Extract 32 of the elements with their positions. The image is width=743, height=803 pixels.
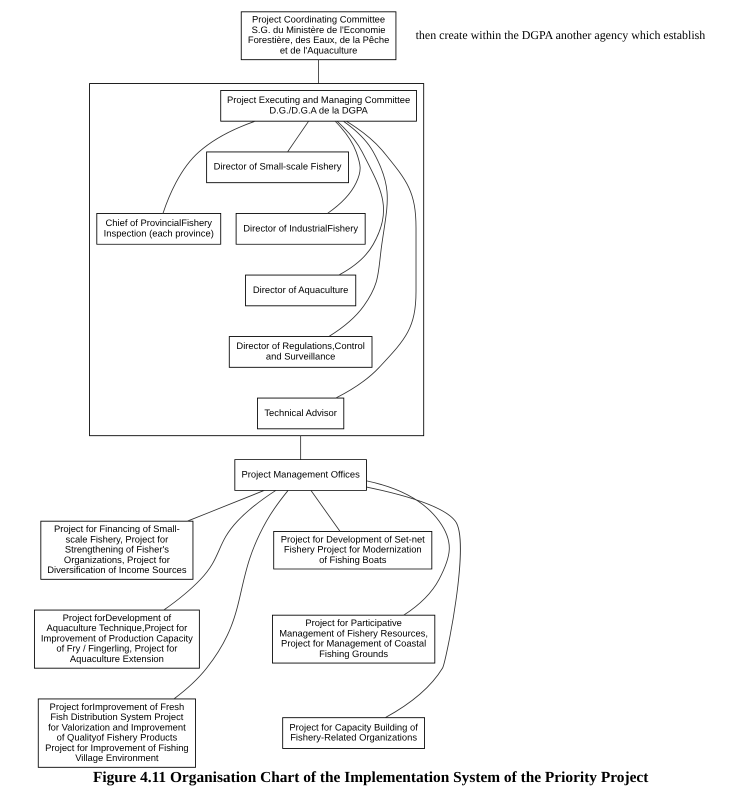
connector [162, 490, 276, 610]
connector [173, 490, 288, 700]
node-box: Project Coordinating Committee S.G. du Ministère de l'Economie Forestière, des Eaux, de la Pêche et de l'Aquaculture [240, 11, 396, 60]
connector [286, 121, 308, 152]
connector [300, 435, 301, 460]
connector [326, 120, 360, 214]
connector [186, 490, 264, 522]
connector [310, 490, 340, 532]
node-box: Chief of ProvincialFishery Inspection (each province) [96, 213, 221, 245]
connector [328, 120, 388, 337]
connector [334, 120, 416, 398]
node-box: Project for Development of Set-net Fishery Project for Modernization of Fishing Boats [272, 530, 432, 570]
node-box: Director of Aquaculture [244, 274, 356, 306]
cluster [88, 83, 424, 436]
connector [162, 120, 256, 214]
node-box: Project for Participative Management of Fishery Resources, Project for Management of Coastal Fishing Grounds [272, 614, 435, 664]
node-box: Director of Regulations,Control and Surveillance [228, 336, 372, 368]
connector [336, 120, 384, 276]
node-box: Director of Small-scale Fishery [206, 152, 348, 184]
node-box: Project forDevelopment of Aquaculture Technique,Project for Improvement of Production Capacity of Fry / Fingerling, Project for Aquaculture Extension [34, 610, 200, 669]
label: then create within the DGPA another agency which establish [415, 28, 705, 42]
caption: Figure 4.11 Organisation Chart of the Implementation System of the Priority Project [92, 769, 648, 786]
node-box: Project Management Offices [234, 459, 366, 491]
node-box: Director of IndustrialFishery [235, 213, 366, 245]
node-box: Project forImprovement of Fresh Fish Distribution System Project for Valorization and Improvement of Qualityof Fishery Products Project for Improvement of Fishing Village Environment [37, 698, 196, 768]
connector [318, 59, 319, 84]
connector [366, 486, 460, 718]
node-box: Project Executing and Managing Committee D.G./D.G.A de la DGPA [220, 90, 416, 122]
connector [366, 480, 450, 616]
node-box: Project for Capacity Building of Fishery-Related Organizations [282, 717, 424, 749]
node-box: Project for Financing of Small-scale Fishery, Project for Strengthening of Fisher's Organizations, Project for Diversification of Income Sources [40, 520, 193, 580]
node-box: Technical Advisor [256, 398, 344, 430]
